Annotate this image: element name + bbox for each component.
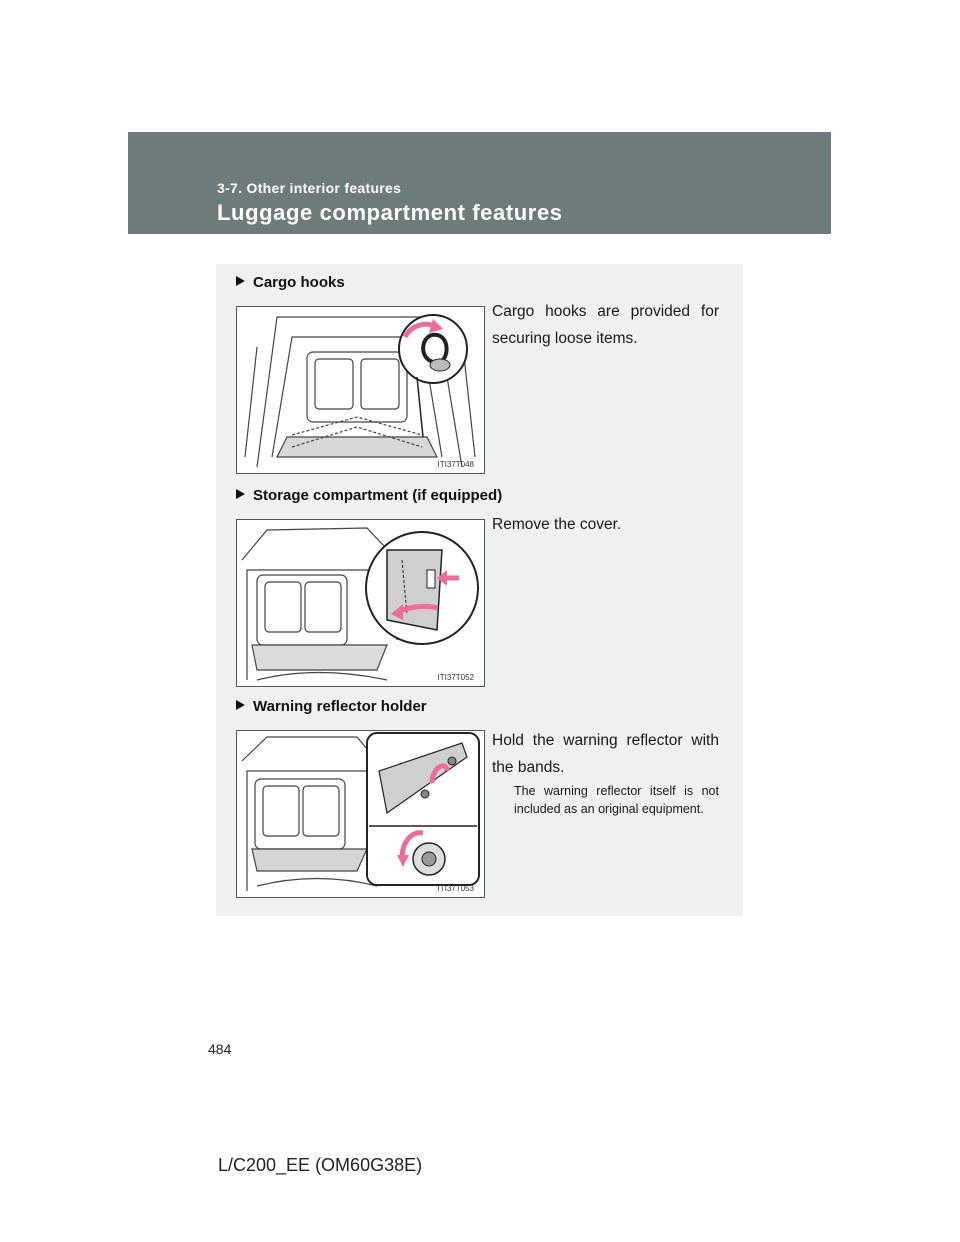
warning-reflector-illustration: ITI37T053 [236,730,485,898]
cargo-hooks-heading-text: Cargo hooks [253,274,345,291]
warning-reflector-drawing [241,732,480,891]
cargo-hooks-illustration: ITI37T048 [236,306,485,474]
figure-code: ITI37T052 [437,673,474,682]
storage-compartment-text: Remove the cover. [492,516,622,533]
page-title: Luggage compartment features [217,200,563,225]
figure-code: ITI37T053 [437,884,474,893]
storage-compartment-heading: Storage compartment (if equipped) [236,487,502,504]
cargo-hooks-text: Cargo hooks are provided for securing lo… [492,303,719,347]
footer-code: L/C200_EE (OM60G38E) [218,1155,423,1175]
storage-compartment-heading-text: Storage compartment (if equipped) [253,487,503,504]
content-panel: Cargo hooks ITI37T048 Cargo hooks are pr… [216,264,743,916]
bullet-triangle-icon [236,276,245,286]
warning-reflector-heading: Warning reflector holder [236,698,427,715]
page-number: 484 [208,1041,232,1057]
bullet-triangle-icon [236,700,245,710]
cargo-hooks-heading: Cargo hooks [236,274,345,291]
figure-code: ITI37T048 [437,460,474,469]
warning-reflector-text: Hold the warning reflector with the band… [492,732,719,776]
chapter-header: 3-7. Other interior features Luggage com… [128,132,831,234]
section-label: 3-7. Other interior features [217,180,402,196]
storage-compartment-drawing [241,527,479,681]
cargo-hooks-drawing [244,314,476,468]
bullet-triangle-icon [236,489,245,499]
storage-compartment-illustration: ITI37T052 [236,519,485,687]
warning-reflector-note: The warning reflector itself is not incl… [514,784,719,816]
warning-reflector-heading-text: Warning reflector holder [253,698,427,715]
